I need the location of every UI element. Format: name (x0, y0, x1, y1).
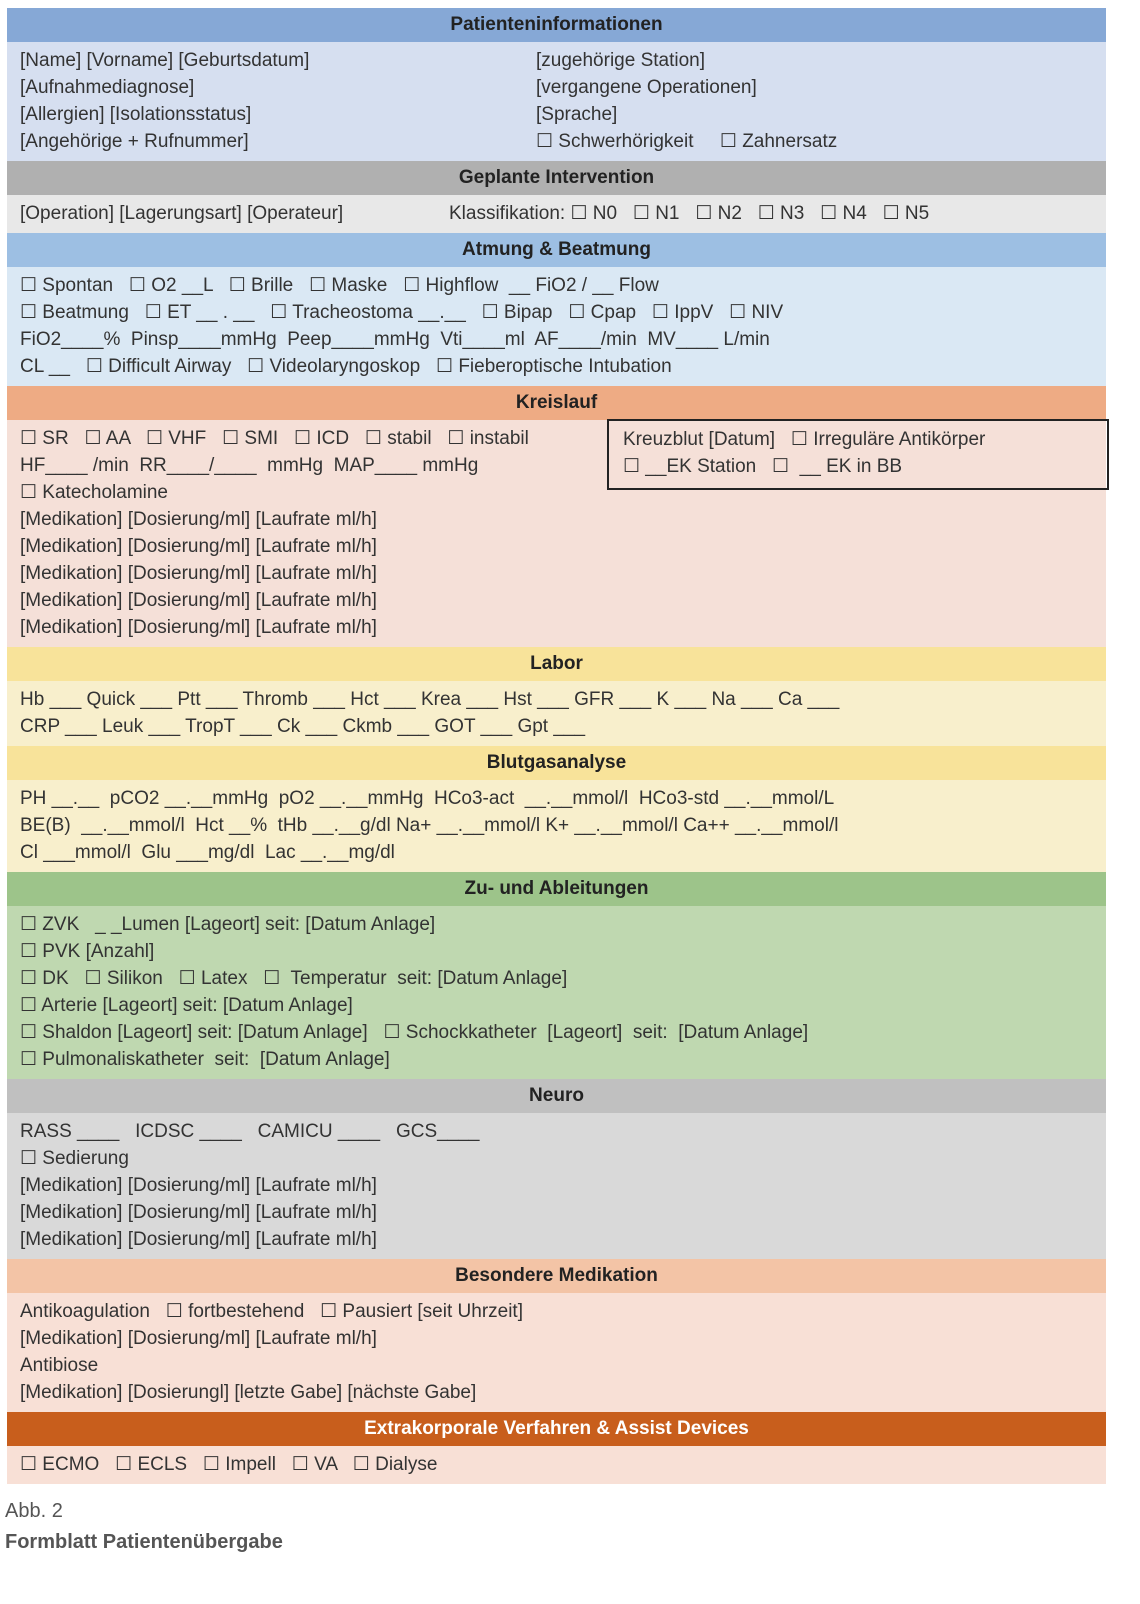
section-header-extra: Extrakorporale Verfahren & Assist Device… (7, 1412, 1106, 1446)
form-line[interactable]: [Medikation] [Dosierung/ml] [Laufrate ml… (20, 509, 377, 530)
form-field[interactable]: [Name] [Vorname] [Geburtsdatum] (20, 50, 310, 71)
form-line[interactable]: [Medikation] [Dosierung/ml] [Laufrate ml… (20, 1328, 377, 1349)
classification-checkboxes[interactable]: Klassifikation: ☐ N0 ☐ N1 ☐ N2 ☐ N3 ☐ N4… (449, 203, 930, 224)
form-line[interactable]: FiO2____% Pinsp____mmHg Peep____mmHg Vti… (20, 329, 770, 350)
form-line[interactable]: [Medikation] [Dosierung/ml] [Laufrate ml… (20, 563, 377, 584)
form-line[interactable]: [Medikation] [Dosierung/ml] [Laufrate ml… (20, 1229, 377, 1250)
form-line[interactable]: ☐ __EK Station ☐ __ EK in BB (623, 456, 903, 477)
section-patient: [Name] [Vorname] [Geburtsdatum] [zugehöri… (7, 42, 1106, 161)
section-labor: Hb ___ Quick ___ Ptt ___ Thromb ___ Hct … (7, 681, 1106, 746)
section-bga: PH __.__ pCO2 __.__mmHg pO2 __.__mmHg HC… (7, 780, 1106, 872)
section-header-patient: Patienteninformationen (7, 8, 1106, 42)
form-line[interactable]: ☐ PVK [Anzahl] (20, 941, 155, 962)
form-field[interactable]: [Operation] [Lagerungsart] [Operateur] (20, 203, 344, 224)
form-line[interactable]: Antikoagulation ☐ fortbestehend ☐ Pausie… (20, 1301, 523, 1322)
section-header-bga: Blutgasanalyse (7, 746, 1106, 780)
form-line[interactable]: [Medikation] [Dosierung/ml] [Laufrate ml… (20, 1202, 377, 1223)
form-field[interactable]: [Allergien] [Isolationsstatus] (20, 104, 252, 125)
form-line[interactable]: [Medikation] [Dosierung/ml] [Laufrate ml… (20, 536, 377, 557)
form-field[interactable]: [zugehörige Station] (536, 50, 706, 71)
form-field[interactable]: [Angehörige + Rufnummer] (20, 131, 249, 152)
form-line[interactable]: CL __ ☐ Difficult Airway ☐ Videolaryngos… (20, 356, 672, 377)
form-line[interactable]: HF____ /min RR____/____ mmHg MAP____ mmH… (20, 455, 479, 476)
form-line: Antibiose (20, 1355, 99, 1376)
section-header-zugaenge: Zu- und Ableitungen (7, 872, 1106, 906)
figure-title: Formblatt Patientenübergabe (5, 1531, 283, 1553)
form-line[interactable]: ☐ Arterie [Lageort] seit: [Datum Anlage] (20, 995, 353, 1016)
section-header-intervention: Geplante Intervention (7, 161, 1106, 195)
form-line[interactable]: [Medikation] [Dosierung/ml] [Laufrate ml… (20, 1175, 377, 1196)
form-line[interactable]: ☐ SR ☐ AA ☐ VHF ☐ SMI ☐ ICD ☐ stabil ☐ i… (20, 428, 529, 449)
form-line[interactable]: Cl ___mmol/l Glu ___mg/dl Lac __.__mg/dl (20, 842, 395, 863)
form-line[interactable]: ☐ Sedierung (20, 1148, 129, 1169)
section-header-kreislauf: Kreislauf (7, 386, 1106, 420)
form-line[interactable]: PH __.__ pCO2 __.__mmHg pO2 __.__mmHg HC… (20, 788, 835, 809)
form-line[interactable]: CRP ___ Leuk ___ TropT ___ Ck ___ Ckmb _… (20, 716, 586, 737)
section-atmung: ☐ Spontan ☐ O2 __L ☐ Brille ☐ Maske ☐ Hi… (7, 267, 1106, 386)
form-line[interactable]: RASS ____ ICDSC ____ CAMICU ____ GCS____ (20, 1121, 480, 1142)
section-header-atmung: Atmung & Beatmung (7, 233, 1106, 267)
section-zugaenge: ☐ ZVK _ _Lumen [Lageort] seit: [Datum An… (7, 906, 1106, 1079)
form-line[interactable]: ☐ DK ☐ Silikon ☐ Latex ☐ Temperatur seit… (20, 968, 568, 989)
section-medikation: Antikoagulation ☐ fortbestehend ☐ Pausie… (7, 1293, 1106, 1412)
figure-label: Abb. 2 (5, 1500, 63, 1522)
form-line[interactable]: [Medikation] [Dosierung/ml] [Laufrate ml… (20, 590, 377, 611)
form-line[interactable]: ☐ Spontan ☐ O2 __L ☐ Brille ☐ Maske ☐ Hi… (20, 275, 659, 296)
section-header-labor: Labor (7, 647, 1106, 681)
section-intervention: [Operation] [Lagerungsart] [Operateur] Kl… (7, 195, 1106, 233)
form-field[interactable]: [Sprache] (536, 104, 618, 125)
checkbox-row[interactable]: ☐ Schwerhörigkeit ☐ Zahnersatz (536, 131, 838, 152)
form-field[interactable]: [vergangene Operationen] (536, 77, 757, 98)
form-line[interactable]: ☐ Beatmung ☐ ET __ . __ ☐ Tracheostoma _… (20, 302, 784, 323)
form-line[interactable]: ☐ Katecholamine (20, 482, 169, 503)
section-header-neuro: Neuro (7, 1079, 1106, 1113)
form-line[interactable]: Hb ___ Quick ___ Ptt ___ Thromb ___ Hct … (20, 689, 840, 710)
section-kreislauf: Kreuzblut [Datum] ☐ Irreguläre Antikörpe… (7, 419, 1109, 647)
section-header-medikation: Besondere Medikation (7, 1259, 1106, 1293)
form-line[interactable]: ☐ Pulmonaliskatheter seit: [Datum Anlage… (20, 1049, 390, 1070)
form-line[interactable]: [Medikation] [Dosierung/ml] [Laufrate ml… (20, 617, 377, 638)
section-neuro: RASS ____ ICDSC ____ CAMICU ____ GCS____… (7, 1113, 1106, 1259)
form-line[interactable]: ☐ Shaldon [Lageort] seit: [Datum Anlage]… (20, 1022, 809, 1043)
form-field[interactable]: [Aufnahmediagnose] (20, 77, 195, 98)
blood-products-box: Kreuzblut [Datum] ☐ Irreguläre Antikörpe… (607, 419, 1109, 490)
form-line[interactable]: Kreuzblut [Datum] ☐ Irreguläre Antikörpe… (623, 429, 986, 450)
form-line[interactable]: BE(B) __.__mmol/l Hct __% tHb __.__g/dl … (20, 815, 839, 836)
form-line[interactable]: ☐ ZVK _ _Lumen [Lageort] seit: [Datum An… (20, 914, 436, 935)
handover-form: Patienteninformationen [Name] [Vorname] … (7, 8, 1109, 1484)
form-line[interactable]: ☐ ECMO ☐ ECLS ☐ Impell ☐ VA ☐ Dialyse (20, 1454, 438, 1475)
section-extra: ☐ ECMO ☐ ECLS ☐ Impell ☐ VA ☐ Dialyse (7, 1446, 1106, 1484)
form-line[interactable]: [Medikation] [Dosierungl] [letzte Gabe] … (20, 1382, 477, 1403)
